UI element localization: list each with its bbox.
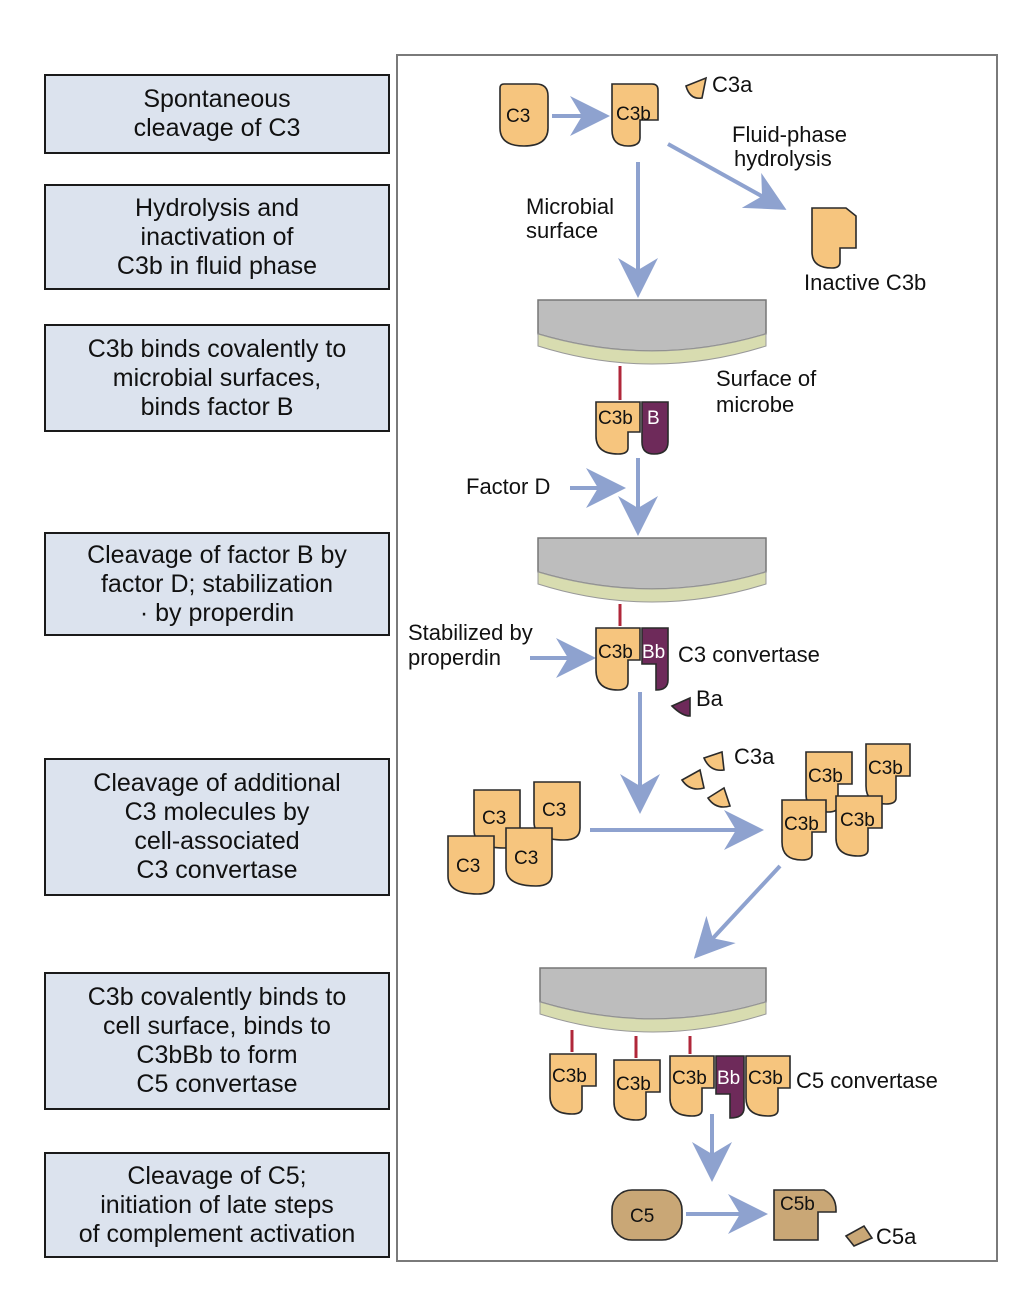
factor-b-molecule [641,401,669,455]
c3b-cluster-label-3: C3b [784,814,819,835]
step-c3b-binds-surface: C3b binds covalently to microbial surfac… [44,324,390,432]
c3b-surface-3-3 [669,1055,715,1117]
stabilized-label-1: Stabilized by [408,620,533,645]
c3b-label: C3b [616,104,651,125]
c3b-cluster-label-2: C3b [868,758,903,779]
arrow-to-surface-3 [693,864,782,959]
microbe-surface-3 [539,967,767,1033]
c3b-cluster-2 [865,743,911,805]
c3b-molecule [611,83,659,147]
stabilized-label-2: properdin [408,645,501,670]
c3b-s3-label-4: C3b [748,1068,783,1089]
c3-cluster-label-2: C3 [542,800,566,821]
pathway-panel [396,54,998,1262]
c3-cluster-label-4: C3 [514,848,538,869]
step-c5-cleavage: Cleavage of C5; initiation of late steps… [44,1152,390,1258]
c5b-molecule [773,1189,837,1241]
c3b-surface-3-4 [745,1055,791,1117]
microbial-surface-label-1: Microbial [526,194,614,219]
c3b-on-surface-2 [595,627,641,691]
c3b-cluster-label-1: C3b [808,766,843,787]
factor-d-label: Factor D [466,474,550,499]
bb-surface-3 [715,1055,745,1119]
microbe-surface-2 [537,537,767,603]
step-hydrolysis: Hydrolysis and inactivation of C3b in fl… [44,184,390,290]
b-label: B [647,408,660,429]
c3b-cluster-4 [835,795,883,857]
c3-cluster-4 [505,827,553,887]
c5a-fragment [844,1224,874,1247]
surface-of-microbe-label-1: Surface of [716,366,817,391]
fluid-phase-label-1: Fluid-phase [732,122,847,147]
c3b-label-s1: C3b [598,408,633,429]
step-additional-c3-cleavage: Cleavage of additional C3 molecules by c… [44,758,390,896]
c3a-fragment-mid-2 [680,768,705,790]
step-factor-b-cleavage: Cleavage of factor B by factor D; stabil… [44,532,390,636]
c3b-s3-label-2: C3b [616,1074,651,1095]
c3a-fragment-mid-1 [702,750,725,772]
c3-label: C3 [506,106,530,127]
ba-fragment [670,696,691,717]
c3b-cluster-3 [781,799,827,861]
c3a-mid-label: C3a [734,744,775,769]
c3-cluster-label-1: C3 [482,808,506,829]
c3b-surface-3-1 [549,1053,597,1115]
bb-label: Bb [642,642,665,663]
c5-convertase-label: C5 convertase [796,1068,938,1093]
c3a-top-label: C3a [712,72,753,97]
inactive-c3b-label: Inactive C3b [804,270,926,295]
surface-of-microbe-label-2: microbe [716,392,794,417]
microbe-surface-1 [537,299,767,365]
step-c5-convertase-formation: C3b covalently binds to cell surface, bi… [44,972,390,1110]
step-spontaneous-cleavage: Spontaneous cleavage of C3 [44,74,390,154]
c3b-s3-label-3: C3b [672,1068,707,1089]
fluid-phase-label-2: hydrolysis [734,146,832,171]
inactive-c3b-molecule [811,207,857,269]
c3b-cluster-label-4: C3b [840,810,875,831]
c5a-label: C5a [876,1224,917,1249]
c3-cluster-label-3: C3 [456,856,480,877]
c3b-on-surface-1 [595,401,641,455]
ba-label: Ba [696,686,724,711]
c3b-s3-label-1: C3b [552,1066,587,1087]
c5-molecule [611,1189,683,1241]
c3a-fragment [685,76,708,100]
c5-label: C5 [630,1206,654,1227]
c3a-fragment-mid-3 [706,786,732,808]
factor-bb-molecule [641,627,669,691]
c3-cluster-3 [447,835,495,895]
microbial-surface-label-2: surface [526,218,598,243]
bb-s3-label: Bb [717,1068,740,1089]
c3-molecule [499,83,549,147]
arrow-fluid-phase [667,142,787,210]
c3-convertase-label: C3 convertase [678,642,820,667]
c3b-label-s2: C3b [598,642,633,663]
c3b-surface-3-2 [613,1059,661,1121]
c5b-label: C5b [780,1194,815,1215]
